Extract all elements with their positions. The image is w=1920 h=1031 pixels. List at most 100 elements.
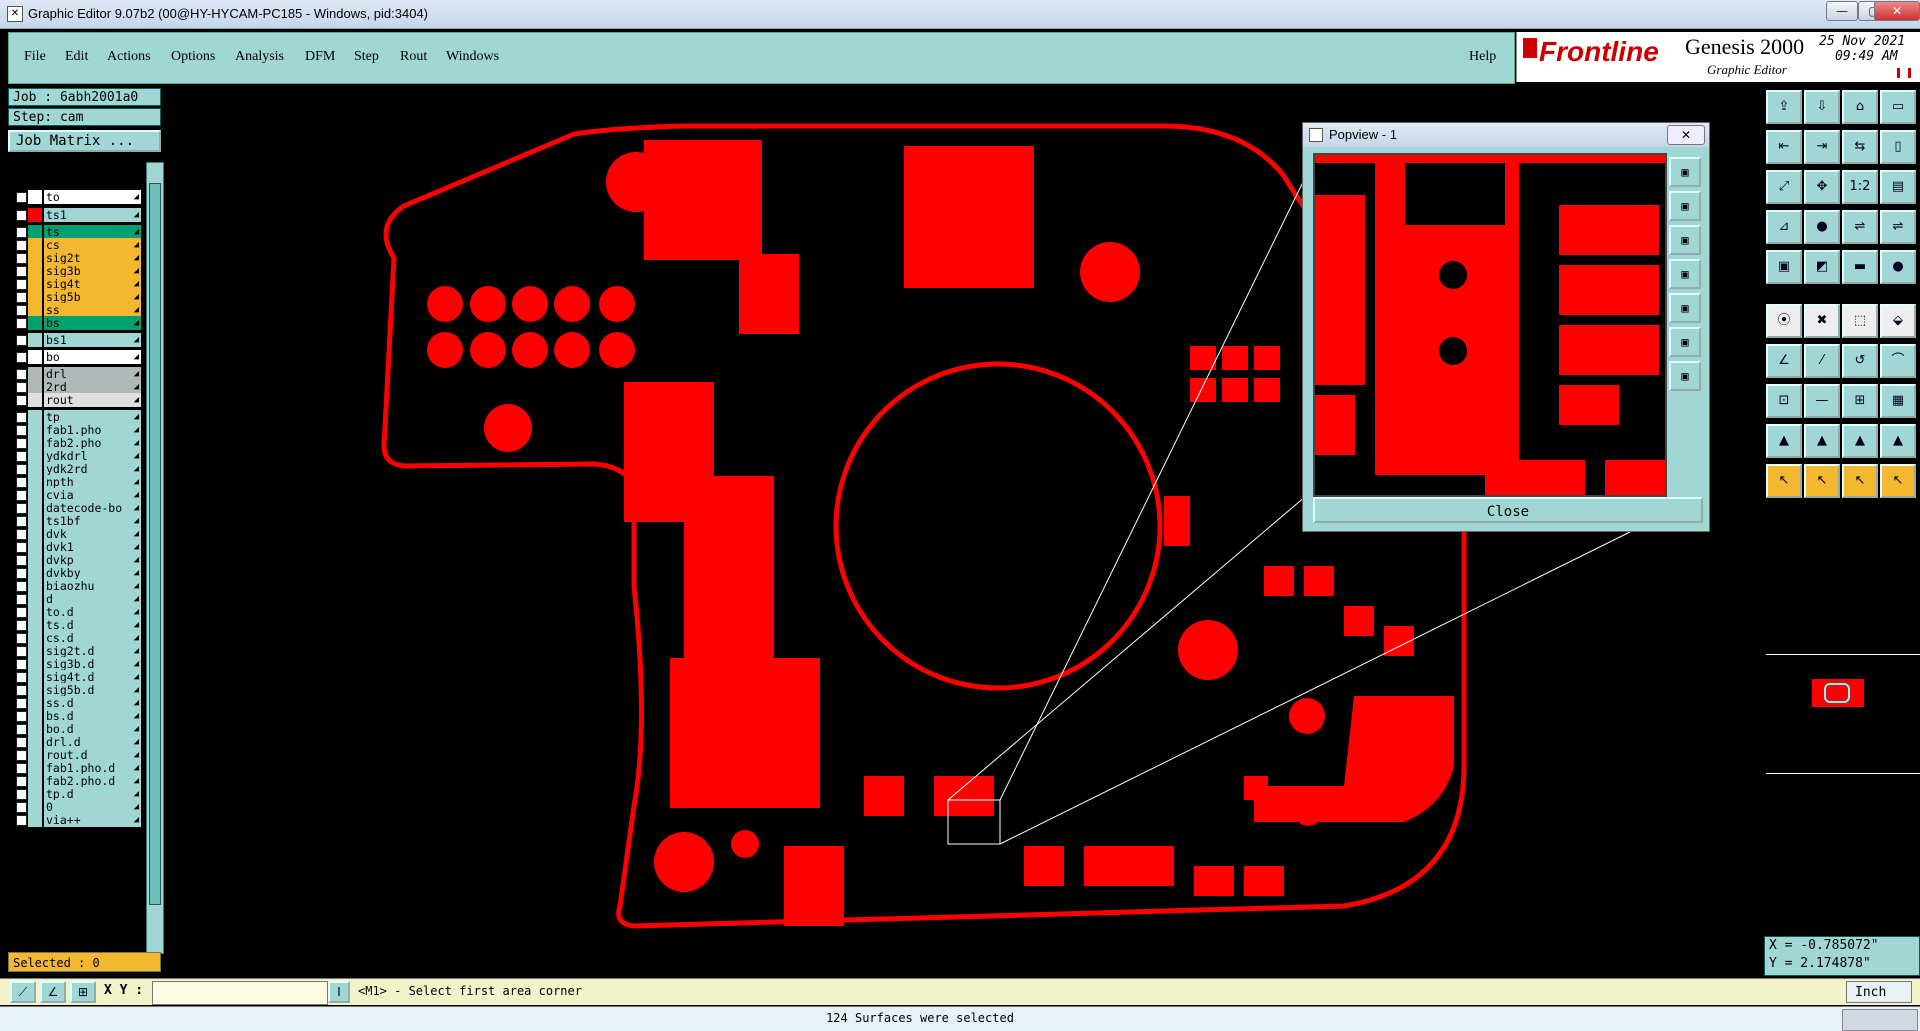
snap-icon[interactable]: ⟋ (10, 981, 36, 1003)
layer-name[interactable]: rout.d◢ (44, 748, 141, 762)
layer-row[interactable]: via++◢ (14, 813, 142, 828)
layer-checkbox[interactable] (16, 724, 27, 735)
layer-row[interactable]: bs1◢ (14, 333, 142, 348)
swap-icon[interactable]: ⇆ (1842, 130, 1878, 164)
dash-icon[interactable]: — (1804, 384, 1840, 418)
layer-row[interactable]: ss◢ (14, 303, 142, 318)
layer-row[interactable]: ts.d◢ (14, 618, 142, 633)
layer-checkbox[interactable] (16, 646, 27, 657)
layer-name[interactable]: datecode-bo◢ (44, 501, 141, 515)
layer-menu-arrow-icon[interactable]: ◢ (133, 737, 139, 747)
popview-close-button[interactable]: Close (1313, 497, 1703, 523)
layer-row[interactable]: ts◢ (14, 225, 142, 240)
scroll-thumb[interactable] (149, 183, 161, 905)
layer-menu-arrow-icon[interactable]: ◢ (133, 789, 139, 799)
layer-menu-arrow-icon[interactable]: ◢ (133, 318, 139, 328)
layer-menu-arrow-icon[interactable]: ◢ (133, 395, 139, 405)
layer-checkbox[interactable] (16, 490, 27, 501)
triangle-icon[interactable]: ▲ (1766, 424, 1802, 458)
layer-row[interactable]: dvk1◢ (14, 540, 142, 555)
box-icon[interactable]: ⬚ (1842, 304, 1878, 338)
layer-menu-arrow-icon[interactable]: ◢ (133, 776, 139, 786)
triangle2-icon[interactable]: ▲ (1804, 424, 1840, 458)
triangle4-icon[interactable]: ▲ (1880, 424, 1916, 458)
cursor-icon[interactable]: I (328, 981, 350, 1003)
layer-name[interactable]: biaozhu◢ (44, 579, 141, 593)
point-icon[interactable]: ● (1804, 210, 1840, 244)
layer-row[interactable]: npth◢ (14, 475, 142, 490)
layer-checkbox[interactable] (16, 266, 27, 277)
layer-row[interactable]: rout◢ (14, 393, 142, 408)
layer-checkbox[interactable] (16, 412, 27, 423)
layer-checkbox[interactable] (16, 594, 27, 605)
layer-row[interactable]: bs◢ (14, 316, 142, 331)
layer-menu-arrow-icon[interactable]: ◢ (133, 335, 139, 345)
layer-menu-arrow-icon[interactable]: ◢ (133, 305, 139, 315)
pattern-icon[interactable]: ▦ (1880, 384, 1916, 418)
measure-icon[interactable]: ⊿ (1766, 210, 1802, 244)
layer-checkbox[interactable] (16, 581, 27, 592)
layer-menu-arrow-icon[interactable]: ◢ (133, 555, 139, 565)
layer-row[interactable]: sig2t.d◢ (14, 644, 142, 659)
layer-row[interactable]: tp◢ (14, 410, 142, 425)
layer-checkbox[interactable] (16, 685, 27, 696)
layer-row[interactable]: bs.d◢ (14, 709, 142, 724)
layer-menu-arrow-icon[interactable]: ◢ (133, 646, 139, 656)
layer-row[interactable]: sig5b.d◢ (14, 683, 142, 698)
layer-row[interactable]: ts1bf◢ (14, 514, 142, 529)
layer-name[interactable]: ss.d◢ (44, 696, 141, 710)
layer-name[interactable]: sig5b.d◢ (44, 683, 141, 697)
layer-menu-arrow-icon[interactable]: ◢ (133, 477, 139, 487)
layer-menu-arrow-icon[interactable]: ◢ (133, 279, 139, 289)
layer-name[interactable]: d◢ (44, 592, 141, 606)
layer-name[interactable]: sig4t.d◢ (44, 670, 141, 684)
arc-icon[interactable]: ↺ (1842, 344, 1878, 378)
layer-row[interactable]: ts1◢ (14, 208, 142, 223)
pad-icon[interactable]: ● (1880, 250, 1916, 284)
layer-checkbox[interactable] (16, 815, 27, 826)
layer-menu-arrow-icon[interactable]: ◢ (133, 802, 139, 812)
layer-name[interactable]: cvia◢ (44, 488, 141, 502)
layer-menu-arrow-icon[interactable]: ◢ (133, 698, 139, 708)
layer-row[interactable]: sig4t.d◢ (14, 670, 142, 685)
layer-checkbox[interactable] (16, 369, 27, 380)
layer-name[interactable]: to◢ (44, 190, 141, 204)
layer-checkbox[interactable] (16, 240, 27, 251)
layer-checkbox[interactable] (16, 438, 27, 449)
fit-icon[interactable]: ⤢ (1766, 170, 1802, 204)
layer-name[interactable]: fab1.pho◢ (44, 423, 141, 437)
layer-menu-arrow-icon[interactable]: ◢ (133, 672, 139, 682)
layer-name[interactable]: via++◢ (44, 813, 141, 827)
layer-row[interactable]: bo.d◢ (14, 722, 142, 737)
layer-row[interactable]: dvk◢ (14, 527, 142, 542)
layer-checkbox[interactable] (16, 192, 27, 203)
layer-checkbox[interactable] (16, 659, 27, 670)
layer-menu-arrow-icon[interactable]: ◢ (133, 750, 139, 760)
popview-close-icon[interactable]: ✕ (1667, 125, 1705, 145)
layer-row[interactable]: sig3b.d◢ (14, 657, 142, 672)
xy-input[interactable] (152, 981, 328, 1005)
menu-help[interactable]: Help (1469, 49, 1497, 64)
layer-name[interactable]: sig3b◢ (44, 264, 141, 278)
layer-checkbox[interactable] (16, 464, 27, 475)
popview-fit-button[interactable]: ▣ (1669, 225, 1701, 255)
job-matrix-button[interactable]: Job Matrix ... (8, 130, 161, 152)
layer-menu-arrow-icon[interactable]: ◢ (133, 581, 139, 591)
menu-options[interactable]: Options (171, 49, 216, 64)
layer-row[interactable]: sig2t◢ (14, 251, 142, 266)
pause-icon[interactable] (1897, 68, 1911, 78)
popview-home-button[interactable]: ▣ (1669, 293, 1701, 323)
layer-row[interactable]: sig3b◢ (14, 264, 142, 279)
layer-checkbox[interactable] (16, 542, 27, 553)
layer-menu-arrow-icon[interactable]: ◢ (133, 292, 139, 302)
layer-name[interactable]: fab2.pho.d◢ (44, 774, 141, 788)
layer-menu-arrow-icon[interactable]: ◢ (133, 620, 139, 630)
popview-redraw-button[interactable]: ▣ (1669, 327, 1701, 357)
layer-checkbox[interactable] (16, 425, 27, 436)
layer-name[interactable]: dvk1◢ (44, 540, 141, 554)
layer-row[interactable]: datecode-bo◢ (14, 501, 142, 516)
popview-pan-button[interactable]: ▣ (1669, 259, 1701, 289)
layer-name[interactable]: to.d◢ (44, 605, 141, 619)
layer-menu-arrow-icon[interactable]: ◢ (133, 490, 139, 500)
pointer2-icon[interactable]: ↖ (1804, 464, 1840, 498)
